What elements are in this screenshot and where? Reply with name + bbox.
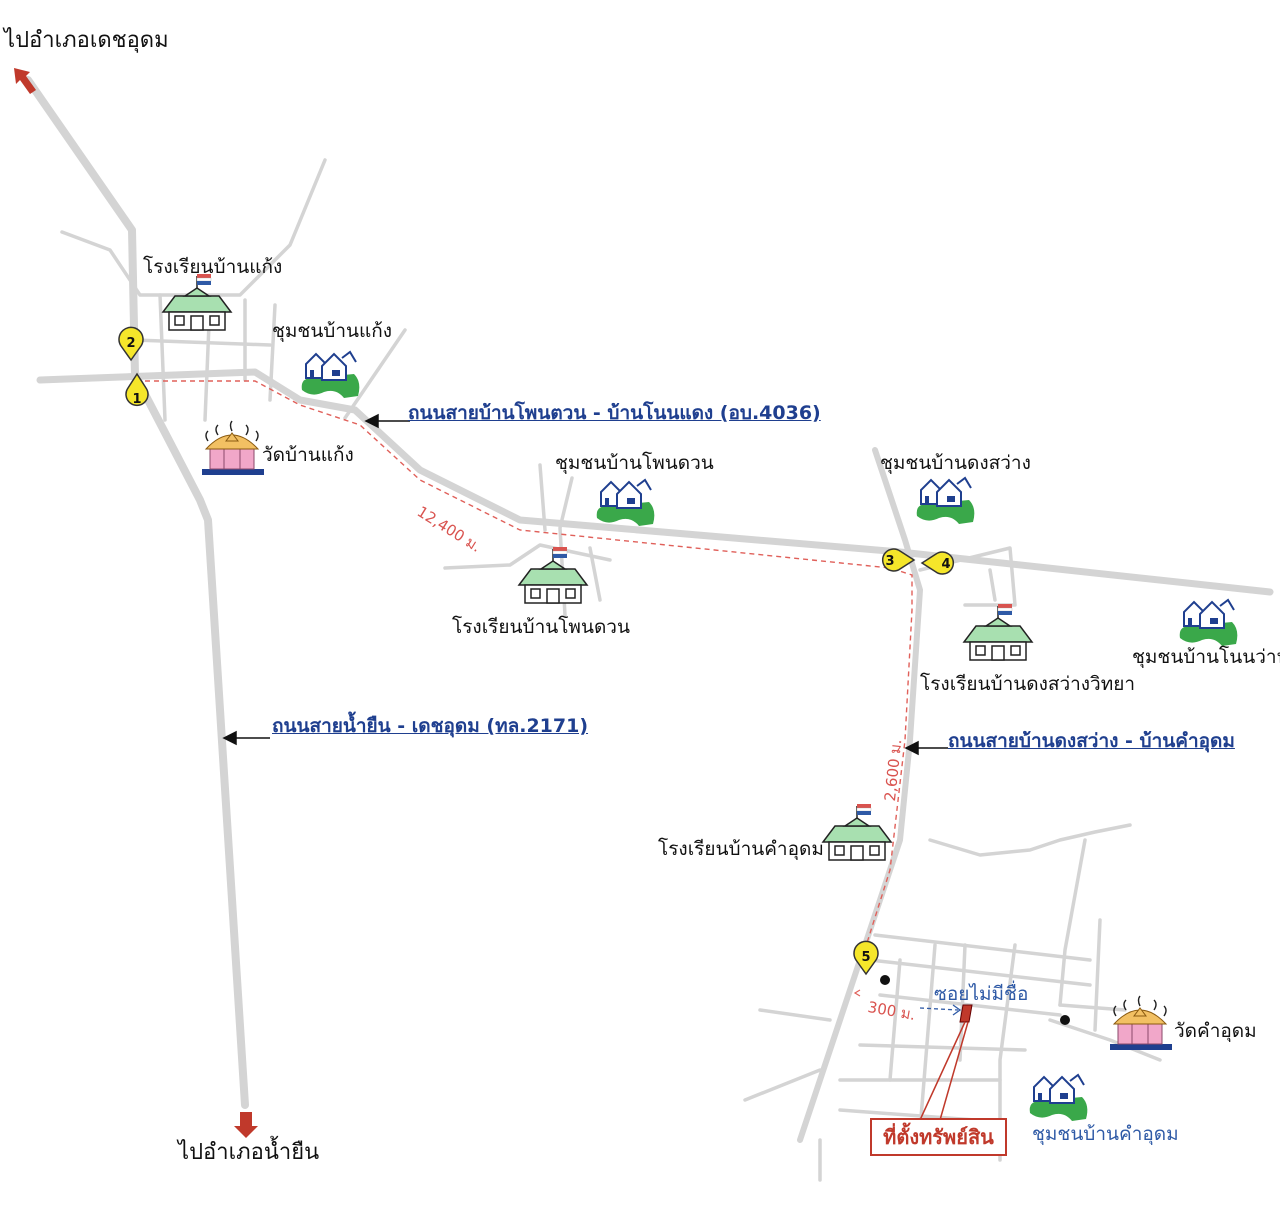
school-icon (963, 603, 1033, 661)
marker-3-number: 3 (885, 554, 894, 569)
place-label-temple-kham-udom: วัดคำอุดม (1174, 1020, 1257, 1042)
destination-south-label: ไปอำเภอน้ำยืน (178, 1140, 320, 1165)
road-network (24, 76, 1274, 1182)
marker-2-number: 2 (126, 336, 135, 351)
destination-north-label: ไปอำเภอเดชอุดม (4, 28, 169, 53)
route-marker-5: 5 (853, 940, 879, 975)
route-path (145, 380, 913, 966)
road-label-dongsawang: ถนนสายบ้านดงสว่าง - บ้านคำอุดม (948, 730, 1235, 752)
community-icon (915, 477, 976, 525)
route-marker-1: 1 (125, 372, 149, 407)
place-label-community-non-wan: ชุมชนบ้านโนนว่าน (1132, 646, 1280, 668)
road-label-2171: ถนนสายน้ำยืน - เดชอุดม (ทล.2171) (272, 715, 589, 737)
place-label-temple-ban-kaeng: วัดบ้านแก้ง (262, 444, 354, 466)
landmark-dot (880, 975, 890, 985)
temple-icon (201, 420, 265, 476)
place-label-community-dong-sawang: ชุมชนบ้านดงสว่าง (880, 452, 1031, 474)
soi-label: ซอยไม่มีชื่อ (934, 983, 1029, 1005)
road-4036 (36, 368, 1274, 596)
temple-icon (1109, 995, 1173, 1051)
route-marker-4: 4 (920, 551, 955, 575)
marker-1-number: 1 (132, 392, 141, 407)
place-label-school-phon-duan: โรงเรียนบ้านโพนดวน (452, 616, 630, 638)
place-label-community-ban-kaeng: ชุมชนบ้านแก้ง (272, 320, 393, 342)
soi-distance-arrow (853, 989, 962, 1016)
south-arrow-icon (234, 1112, 258, 1138)
community-icon (300, 351, 361, 399)
marker-5-number: 5 (861, 950, 870, 965)
school-icon (518, 546, 588, 604)
community-icon (595, 479, 656, 527)
road-label-4036: ถนนสายบ้านโพนตวน - บ้านโนนแดง (อบ.4036) (408, 402, 821, 424)
marker-4-number: 4 (941, 557, 950, 572)
highway-2171 (24, 76, 249, 1109)
community-icon (1178, 599, 1239, 647)
place-label-school-dong-sawang: โรงเรียนบ้านดงสว่างวิทยา (920, 673, 1136, 695)
road-label-arrows (222, 413, 948, 756)
place-label-school-ban-kaeng: โรงเรียนบ้านแก้ง (143, 256, 283, 278)
road-dongsawang-khamudom (797, 447, 923, 1143)
property-marker (919, 1004, 973, 1121)
property-location-callout: ที่ตั้งทรัพย์สิน (870, 1118, 1007, 1156)
place-label-community-phon-duan: ชุมชนบ้านโพนดวน (555, 452, 714, 474)
route-marker-2: 2 (118, 326, 144, 361)
school-icon (162, 273, 232, 331)
north-arrow-icon (14, 68, 36, 94)
landmark-dot (1060, 1015, 1070, 1025)
school-icon (822, 803, 892, 861)
place-label-community-kham-udom: ชุมชนบ้านคำอุดม (1032, 1123, 1179, 1145)
place-label-school-kham-udom: โรงเรียนบ้านคำอุดม (658, 838, 824, 860)
route-marker-3: 3 (881, 548, 916, 572)
community-icon (1028, 1074, 1089, 1122)
